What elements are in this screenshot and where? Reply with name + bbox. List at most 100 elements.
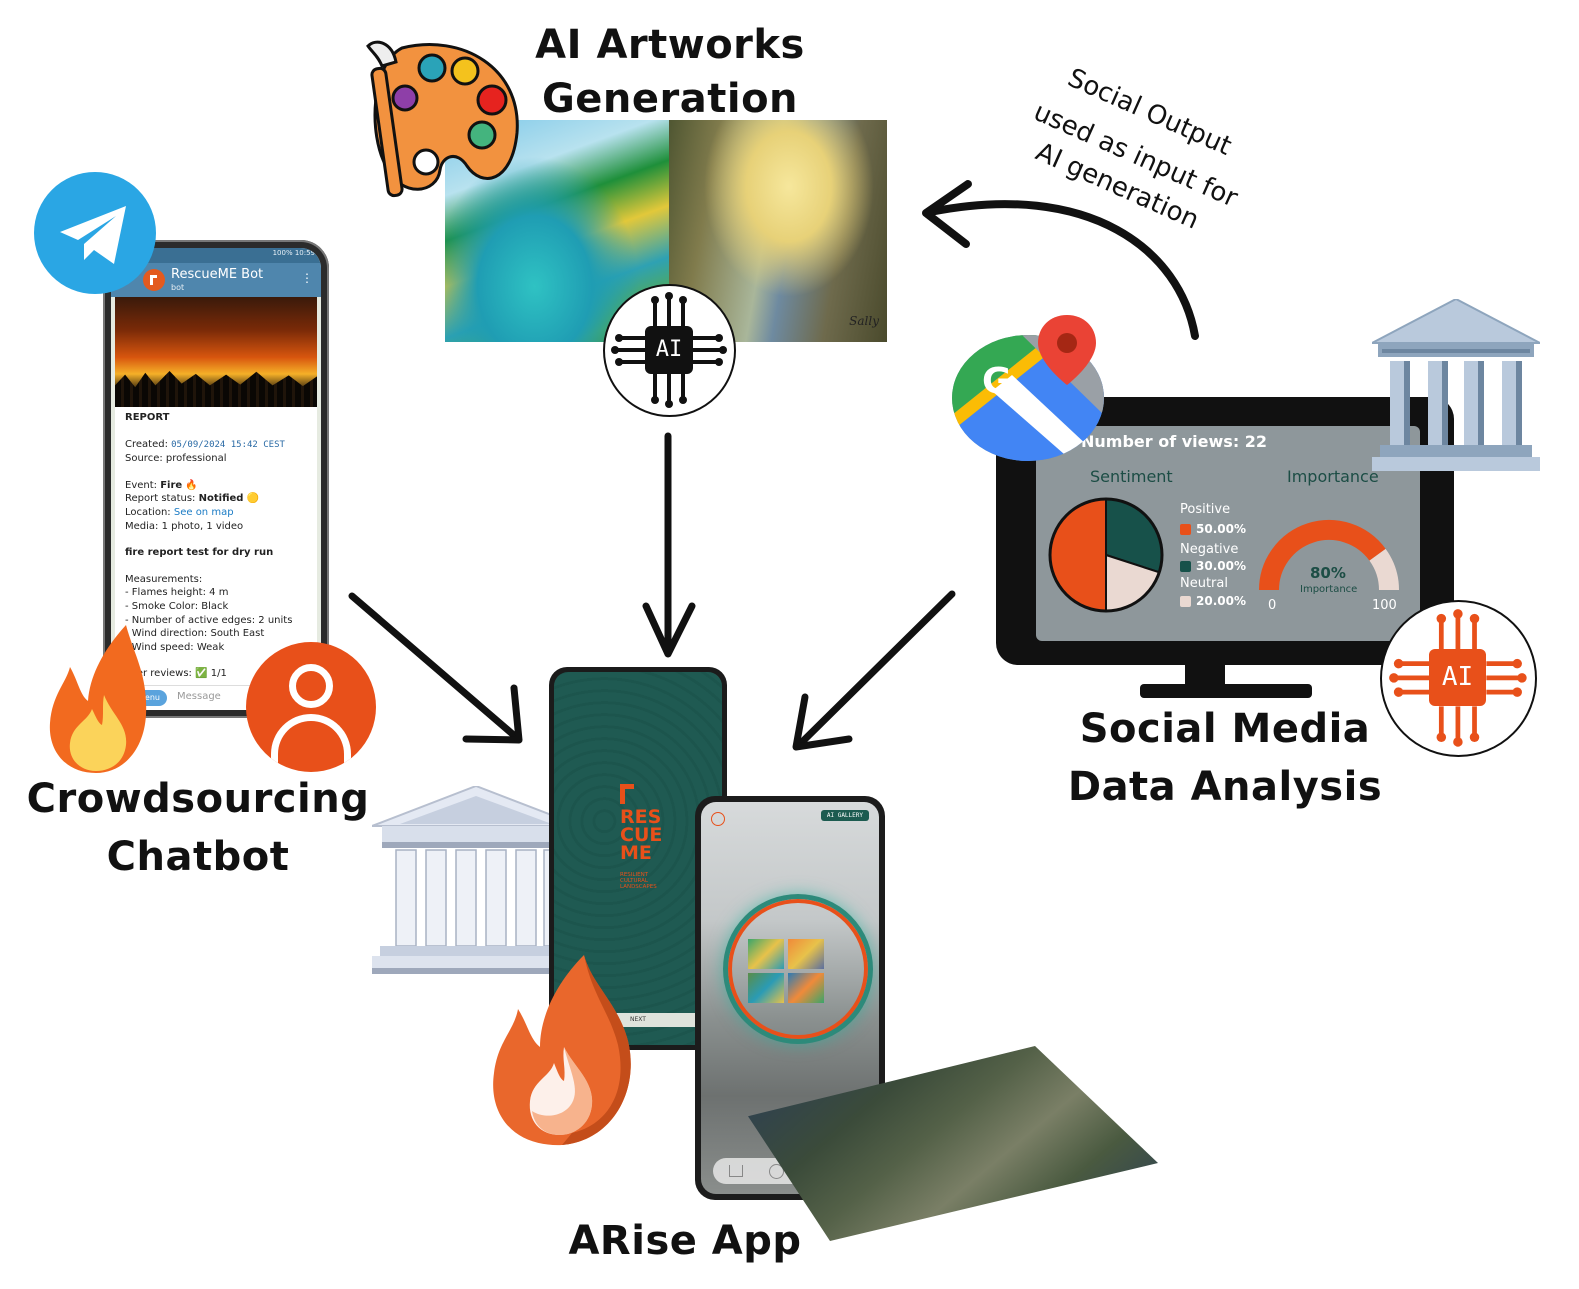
- see-on-map-link[interactable]: See on map: [173, 506, 234, 518]
- home-icon[interactable]: [729, 1165, 743, 1177]
- measurement-item: - Wind direction: South East: [125, 628, 265, 640]
- bot-avatar: [143, 269, 165, 291]
- title-social-line1: Social Media: [1079, 706, 1371, 752]
- fire-report-photo[interactable]: [115, 297, 317, 407]
- arrow-chatbot-to-arise: [348, 592, 523, 744]
- gauge-min: 0: [1268, 598, 1277, 613]
- logo-line3: ME: [620, 842, 652, 864]
- report-description: fire report test for dry run: [125, 547, 274, 559]
- ai-chip-label-center: AI: [645, 326, 693, 374]
- more-options-icon[interactable]: ⋮: [301, 271, 313, 285]
- location-label: Location:: [125, 506, 171, 518]
- importance-gauge: [1259, 520, 1399, 591]
- monitor-stand-neck: [1185, 662, 1225, 686]
- bot-subtitle: bot: [171, 283, 185, 292]
- sentiment-label: Sentiment: [1090, 467, 1173, 486]
- gauge-value: 80%: [1310, 564, 1346, 582]
- ai-chip-icon: [611, 292, 727, 408]
- monitor-stand-base: [1140, 684, 1312, 698]
- arrow-social-to-arise: [792, 590, 956, 751]
- status-dot-icon: 🟡: [246, 493, 260, 505]
- google-maps-icon: G: [952, 315, 1104, 461]
- logo-sub2: CULTURAL: [620, 878, 648, 884]
- gallery-thumb[interactable]: [748, 973, 784, 1003]
- report-created: Created: 05/09/2024 15:42 CEST: [125, 438, 307, 453]
- legend-neutral-value: 20.00%: [1180, 594, 1246, 608]
- report-event: Event: Fire 🔥: [125, 479, 307, 493]
- report-title: REPORT: [125, 412, 170, 423]
- created-value: 05/09/2024 15:42 CEST: [171, 439, 285, 450]
- report-location: Location: See on map: [125, 506, 307, 520]
- importance-label: Importance: [1287, 467, 1379, 486]
- annotation-note: Social Output used as input for AI gener…: [1029, 64, 1242, 236]
- sentiment-pie-chart: [1048, 497, 1164, 613]
- legend-neutral-name: Neutral: [1180, 576, 1228, 591]
- fire-icon: [49, 625, 147, 773]
- peer-label: Peer reviews:: [125, 668, 192, 680]
- message-input[interactable]: Message: [177, 691, 221, 702]
- settings-icon[interactable]: [711, 812, 725, 826]
- title-crowdsourcing-line1: Crowdsourcing: [26, 776, 370, 822]
- event-label: Event:: [125, 479, 158, 491]
- report-source: Source: professional: [125, 453, 227, 465]
- measurement-item: - Number of active edges: 2 units: [125, 614, 293, 626]
- palette-icon: [366, 40, 519, 198]
- ai-chip-circle-orange: AI: [1380, 600, 1537, 757]
- chatbot-screen: 100% 10:59 RescueME Bot bot ⋮ REPORT Cre…: [111, 248, 321, 710]
- status-bar: 100% 10:59: [111, 248, 321, 263]
- created-label: Created:: [125, 438, 168, 450]
- avatar-body: [271, 714, 351, 764]
- svg-text:G: G: [982, 361, 1012, 402]
- peer-reviews: Peer reviews: ✅ 1/1: [125, 667, 307, 681]
- title-social-line2: Data Analysis: [1067, 764, 1383, 810]
- event-value: Fire: [160, 479, 183, 491]
- ai-chip-label-orange: AI: [1429, 649, 1486, 706]
- measurement-item: - Flames height: 4 m: [125, 587, 229, 599]
- bot-name: RescueME Bot: [171, 267, 264, 282]
- legend-positive-name: Positive: [1180, 502, 1231, 517]
- rescue-mark-icon: [620, 784, 634, 804]
- ar-gallery-portal[interactable]: [723, 894, 873, 1044]
- views-count: Number of views: 22: [1081, 432, 1268, 451]
- gauge-remainder: [1369, 548, 1399, 591]
- measurements-title: Measurements:: [125, 573, 203, 585]
- logo-sub3: LANDSCAPES: [620, 884, 657, 890]
- museum-3d-icon: [372, 786, 580, 974]
- fire-3d-icon: [493, 955, 631, 1146]
- paper-plane-icon: [60, 206, 126, 264]
- gauge-caption: Importance: [1300, 584, 1358, 595]
- logo-line1: RES: [620, 806, 662, 828]
- rescueme-subtitle: RESILIENT CULTURAL LANDSCAPES: [620, 872, 657, 890]
- ai-chip-orange-icon: [1389, 609, 1527, 747]
- legend-positive-value: 50.00%: [1180, 522, 1246, 536]
- telegram-logo-icon: [34, 172, 156, 294]
- avatar-head: [289, 664, 333, 708]
- arrow-artworks-to-arise: [642, 432, 696, 658]
- rescueme-logo: RES CUE ME: [620, 784, 662, 864]
- ai-chip-circle-center: AI: [603, 284, 736, 417]
- gauge-fill: [1259, 520, 1386, 591]
- title-crowdsourcing-line2: Chatbot: [106, 834, 290, 880]
- painting-signature: Sally: [849, 314, 879, 328]
- info-icon[interactable]: [769, 1164, 784, 1179]
- title-ai-artworks: AI Artworks Generation: [500, 18, 840, 126]
- legend-negative-name: Negative: [1180, 542, 1239, 557]
- chat-header: RescueME Bot bot ⋮: [111, 263, 321, 297]
- arrow-social-to-artworks: [922, 180, 1199, 340]
- gallery-thumb[interactable]: [788, 973, 824, 1003]
- gallery-thumb[interactable]: [788, 939, 824, 969]
- gallery-thumb[interactable]: [748, 939, 784, 969]
- status-label: Report status:: [125, 493, 196, 505]
- report-message: REPORT Created: 05/09/2024 15:42 CEST So…: [115, 407, 317, 692]
- title-ai-artworks-line1: AI Artworks: [535, 22, 805, 68]
- pie-slice-positive: [1049, 497, 1107, 613]
- ai-gallery-badge[interactable]: AI GALLERY: [820, 810, 869, 821]
- user-avatar-icon: [246, 642, 376, 772]
- status-value: Notified: [198, 493, 244, 505]
- title-social-media: Social Media Data Analysis: [1060, 700, 1390, 816]
- measurement-item: - Wind speed: Weak: [125, 641, 225, 653]
- legend-negative-value: 30.00%: [1180, 559, 1246, 573]
- pie-outline: [1048, 497, 1164, 613]
- gauge-max: 100: [1372, 598, 1397, 613]
